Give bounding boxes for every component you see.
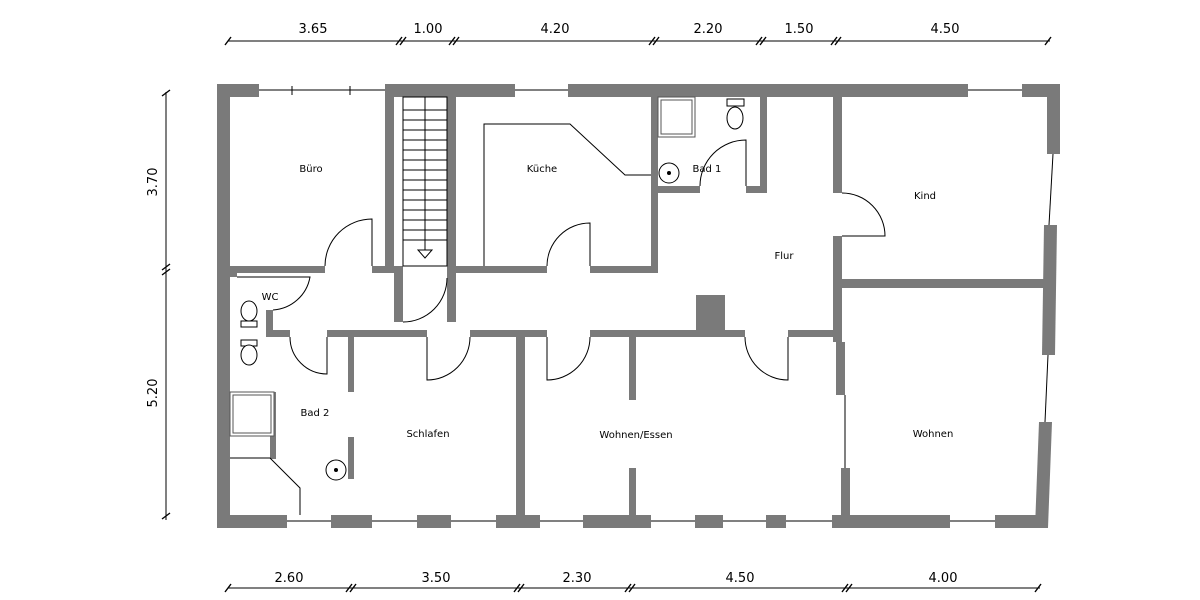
room-label-bad1: Bad 1 [693, 164, 722, 175]
fixtures [229, 96, 745, 515]
staircase [402, 96, 448, 267]
dim-top-3: 4.20 [541, 22, 570, 37]
dimension-bottom: 2.60 3.50 2.30 4.50 4.00 [224, 571, 1042, 593]
dim-left-1: 3.70 [146, 168, 161, 197]
dim-top-6: 4.50 [931, 22, 960, 37]
room-label-buero: Büro [299, 164, 322, 175]
dim-bottom-4: 4.50 [726, 571, 755, 586]
dim-top-2: 1.00 [414, 22, 443, 37]
sink-bad2 [325, 459, 347, 481]
dim-bottom-1: 2.60 [275, 571, 304, 586]
kitchen-counter [483, 123, 651, 266]
toilet-wc [240, 300, 258, 328]
room-label-flur: Flur [775, 251, 795, 262]
room-label-wohnen-essen: Wohnen/Essen [599, 430, 672, 441]
bathtub-bad2 [230, 457, 301, 515]
dimension-top: 3.65 1.00 4.20 2.20 1.50 4.50 [224, 22, 1052, 46]
room-label-kueche: Küche [527, 164, 557, 175]
dim-top-4: 2.20 [694, 22, 723, 37]
dimension-left: 3.70 5.20 [146, 89, 171, 520]
interior-walls [230, 97, 1047, 515]
dim-top-5: 1.50 [785, 22, 814, 37]
dim-top-1: 3.65 [299, 22, 328, 37]
room-label-schlafen: Schlafen [406, 429, 449, 440]
toilet-bad2 [240, 339, 258, 366]
dim-left-2: 5.20 [146, 379, 161, 408]
doors [237, 139, 886, 468]
exterior-walls [217, 84, 1060, 528]
dim-bottom-5: 4.00 [929, 571, 958, 586]
room-labels: Büro Küche Bad 1 Kind Flur WC Bad 2 Schl… [262, 164, 954, 441]
room-label-wc: WC [262, 292, 279, 303]
room-label-kind: Kind [914, 191, 936, 202]
dim-bottom-2: 3.50 [422, 571, 451, 586]
sink-bad1 [658, 162, 680, 184]
dim-bottom-3: 2.30 [563, 571, 592, 586]
toilet-bad1 [726, 98, 745, 130]
room-label-bad2: Bad 2 [301, 408, 330, 419]
room-label-wohnen: Wohnen [913, 429, 954, 440]
